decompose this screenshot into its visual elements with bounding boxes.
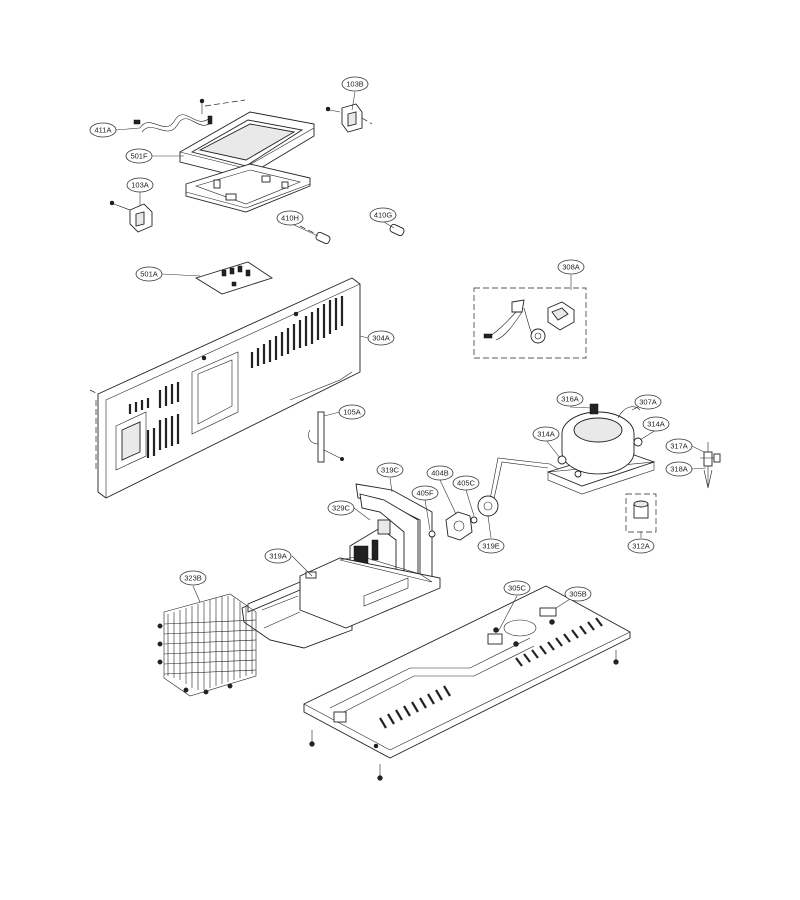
label-bubble-319c: 319C bbox=[376, 462, 404, 478]
label-305c: 305C bbox=[508, 584, 527, 593]
label-bubble-405c: 405C bbox=[452, 475, 480, 491]
screw-part bbox=[199, 98, 205, 114]
label-bubble-410g: 410G bbox=[369, 207, 397, 223]
evaporator-coil-part bbox=[157, 593, 257, 697]
label-bubble-316a: 316A bbox=[556, 391, 584, 407]
label-bubble-411a: 411A bbox=[89, 122, 117, 138]
label-bubble-105a: 105A bbox=[338, 404, 366, 420]
lamp-410h-part bbox=[299, 225, 331, 245]
label-410g: 410G bbox=[374, 211, 393, 220]
label-bubble-103b: 103B bbox=[341, 76, 369, 92]
label-501a: 501A bbox=[140, 270, 158, 279]
label-bubble-319a: 319A bbox=[264, 548, 292, 564]
base-plate-part bbox=[303, 585, 631, 781]
label-bubble-501a: 501A bbox=[135, 266, 163, 282]
label-bubble-304a: 304A bbox=[367, 330, 395, 346]
label-bubble-318a: 318A bbox=[665, 461, 693, 477]
label-bubble-103a: 103A bbox=[126, 177, 154, 193]
leader-lines bbox=[115, 91, 707, 633]
label-405c: 405C bbox=[457, 479, 476, 488]
label-314a-right: 314A bbox=[647, 420, 665, 429]
label-405f: 405F bbox=[416, 489, 434, 498]
label-bubble-305b: 305B bbox=[564, 586, 592, 602]
drain-pipe-part bbox=[308, 411, 345, 463]
label-319a: 319A bbox=[269, 552, 287, 561]
control-panel-assembly bbox=[109, 98, 405, 295]
wire-harness-part bbox=[133, 114, 213, 133]
label-323b: 323B bbox=[184, 574, 202, 583]
label-bubble-501f: 501F bbox=[125, 148, 153, 164]
bracket-103a-part bbox=[109, 200, 153, 233]
label-103b: 103B bbox=[346, 80, 364, 89]
label-bubble-317a: 317A bbox=[665, 438, 693, 454]
rear-panel-part bbox=[89, 277, 361, 499]
label-bubble-312a: 312A bbox=[627, 538, 655, 554]
fan-shroud-assembly bbox=[241, 483, 478, 649]
label-bubble-305c: 305C bbox=[503, 580, 531, 596]
panel-vents bbox=[128, 296, 344, 458]
label-bubble-329c: 329C bbox=[327, 500, 355, 516]
label-501f: 501F bbox=[130, 152, 148, 161]
label-308a: 308A bbox=[562, 263, 580, 272]
label-410h: 410H bbox=[281, 214, 299, 223]
label-bubble-323b: 323B bbox=[179, 570, 207, 586]
label-304a: 304A bbox=[372, 334, 390, 343]
label-105a: 105A bbox=[343, 408, 361, 417]
label-307a: 307A bbox=[639, 398, 657, 407]
control-housing-part bbox=[185, 163, 311, 213]
label-bubble-404b: 404B bbox=[426, 465, 454, 481]
label-404b: 404B bbox=[431, 469, 449, 478]
label-329c: 329C bbox=[332, 504, 351, 513]
label-103a: 103A bbox=[131, 181, 149, 190]
label-bubble-314a-left: 314A bbox=[532, 426, 560, 442]
lamp-410g-part bbox=[389, 223, 405, 237]
label-314a-left: 314A bbox=[537, 430, 555, 439]
label-bubble-314a-right: 314A bbox=[642, 416, 670, 432]
label-bubble-308a: 308A bbox=[557, 259, 585, 275]
pcb-part bbox=[194, 261, 274, 295]
label-318a: 318A bbox=[670, 465, 688, 474]
label-bubble-307a: 307A bbox=[634, 394, 662, 410]
bracket-103b-part bbox=[325, 103, 373, 133]
control-cover-part bbox=[179, 111, 315, 179]
starter-relay-inset bbox=[473, 287, 587, 359]
label-317a: 317A bbox=[670, 442, 688, 451]
label-312a: 312A bbox=[632, 542, 650, 551]
compressor-assembly bbox=[477, 403, 721, 533]
label-bubble-319e: 319E bbox=[477, 538, 505, 554]
label-bubble-405f: 405F bbox=[411, 485, 439, 501]
label-305b: 305B bbox=[569, 590, 587, 599]
label-316a: 316A bbox=[561, 395, 579, 404]
label-319e: 319E bbox=[482, 542, 500, 551]
label-319c: 319C bbox=[381, 466, 400, 475]
label-bubble-410h: 410H bbox=[276, 210, 304, 226]
label-411a: 411A bbox=[95, 126, 112, 135]
